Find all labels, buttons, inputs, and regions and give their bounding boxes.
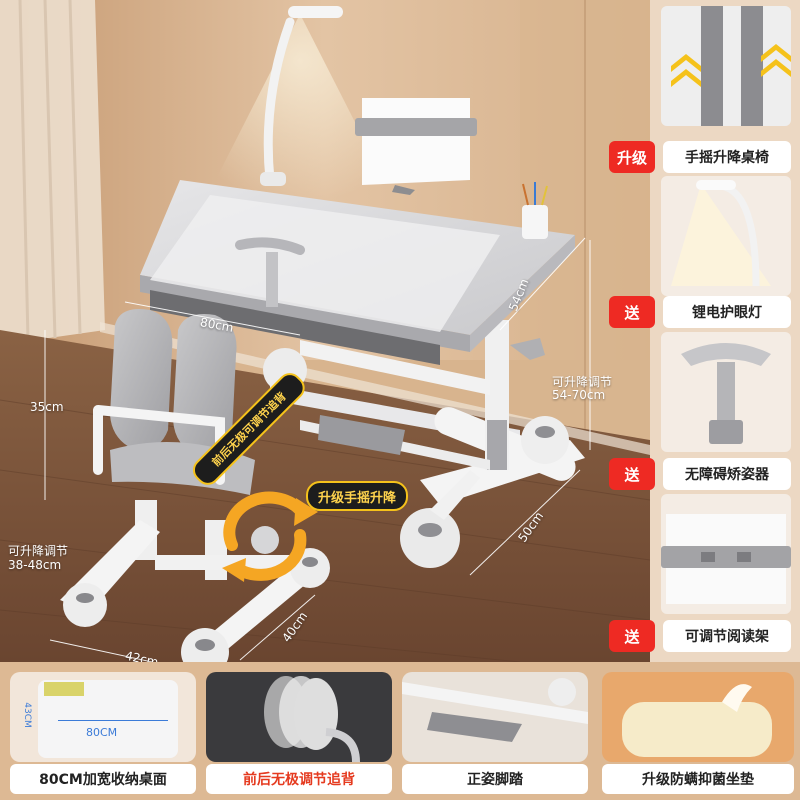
- chair: [60, 309, 330, 662]
- sidebar-item-label-4: 可调节阅读架: [663, 620, 791, 652]
- desktop-depth-text: 43CM: [21, 702, 32, 728]
- cushion-card: [602, 672, 794, 762]
- desk-lamp: [260, 6, 343, 186]
- rotation-arrow-icon: [222, 491, 318, 582]
- desktop-size-card: 80CM 43CM: [10, 672, 196, 762]
- sidebar-item-label-3: 无障碍矫姿器: [663, 458, 791, 490]
- chair-height-range-value: 38-48cm: [8, 558, 62, 572]
- desk-lamp-icon: [661, 176, 791, 296]
- bottom-label-1: 80CM加宽收纳桌面: [10, 764, 196, 794]
- sidebar-item-label-1: 手摇升降桌椅: [663, 141, 791, 173]
- reading-stand-icon: [661, 494, 791, 614]
- bottom-label-2: 前后无极调节追背: [206, 764, 392, 794]
- sidebar-tag-1: 升级: [609, 141, 655, 173]
- main-scene: [0, 0, 650, 662]
- desktop-width-text: 80CM: [86, 726, 118, 739]
- bottom-label-4: 升级防螨抑菌坐垫: [602, 764, 794, 794]
- chair-height-range-label: 可升降调节: [8, 544, 69, 558]
- desk-top: [140, 180, 575, 365]
- footrest-card: [402, 672, 588, 762]
- desk-height-range-value: 54-70cm: [552, 388, 606, 402]
- sidebar-tag-2: 送: [609, 296, 655, 328]
- desk-height-range-label: 可升降调节: [552, 375, 613, 389]
- crank-callout-banner: 升级手摇升降: [306, 481, 409, 511]
- sidebar-tag-3: 送: [609, 458, 655, 490]
- reading-stand: [355, 98, 477, 195]
- posture-corrector-icon: [661, 332, 791, 452]
- bottom-label-3: 正姿脚踏: [402, 764, 588, 794]
- chair-height-label: 35cm: [30, 400, 64, 414]
- sidebar-item-label-2: 锂电护眼灯: [663, 296, 791, 328]
- dimension-lines: [44, 237, 591, 662]
- sidebar-tag-4: 送: [609, 620, 655, 652]
- crank-lift-icon: [661, 6, 791, 126]
- backrest-card: [206, 672, 392, 762]
- desk-frame: [263, 320, 585, 568]
